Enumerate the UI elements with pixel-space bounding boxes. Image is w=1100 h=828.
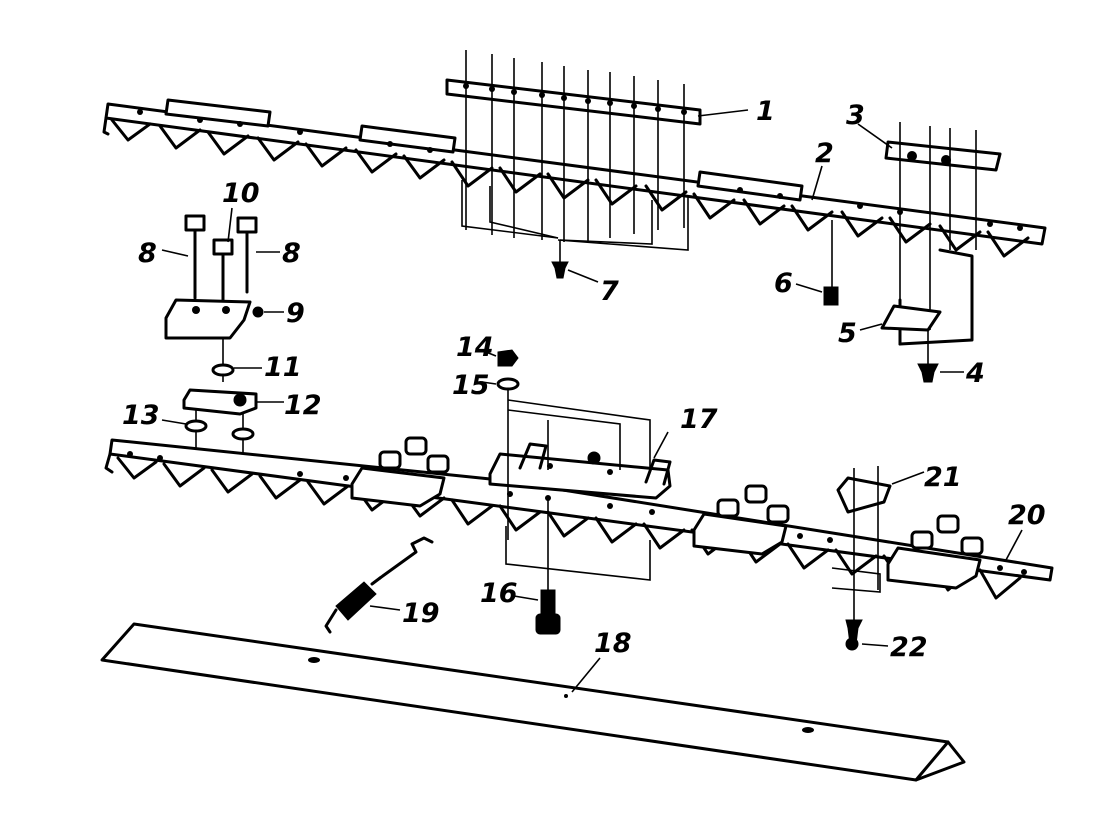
callout-labels: 1 2 3 4 5 6 7 8 8 9 10 11 12 13 14 15 16…	[122, 96, 1046, 663]
callout-20: 20	[1008, 500, 1046, 531]
centre-clip-17	[481, 349, 672, 635]
callout-21: 21	[924, 462, 962, 493]
callout-11: 11	[264, 352, 302, 383]
callout-15: 15	[452, 370, 490, 401]
top-section-plate	[445, 50, 702, 262]
callout-5: 5	[838, 318, 857, 349]
callout-18: 18	[594, 628, 632, 659]
callout-12: 12	[284, 390, 322, 421]
callout-19: 19	[402, 598, 440, 629]
spring-19	[324, 536, 434, 634]
callout-13: 13	[122, 400, 160, 431]
callout-17: 17	[680, 404, 718, 435]
lower-clips	[350, 436, 984, 590]
callout-2: 2	[815, 138, 834, 169]
callout-7: 7	[600, 276, 619, 307]
callout-16: 16	[480, 578, 518, 609]
callout-8-left: 8	[138, 238, 157, 269]
callout-9: 9	[286, 298, 305, 329]
callout-1: 1	[756, 96, 775, 127]
rivet-22	[845, 619, 889, 651]
callout-3: 3	[846, 100, 865, 131]
guard-plate-18	[100, 622, 966, 782]
rivet-4	[917, 330, 964, 383]
clip-assembly-3	[857, 122, 1002, 346]
callout-6: 6	[774, 268, 793, 299]
left-bolt-assembly	[161, 207, 284, 466]
callout-4: 4	[965, 358, 985, 389]
guide-plate-5	[859, 304, 942, 332]
plate-21	[831, 466, 925, 620]
callout-14: 14	[456, 332, 494, 363]
lower-knife-bar	[104, 438, 1054, 600]
rivet-7	[551, 261, 599, 283]
callout-22: 22	[890, 632, 928, 663]
bolt-6	[795, 220, 839, 306]
callout-10: 10	[222, 178, 260, 209]
callout-8-right: 8	[282, 238, 301, 269]
